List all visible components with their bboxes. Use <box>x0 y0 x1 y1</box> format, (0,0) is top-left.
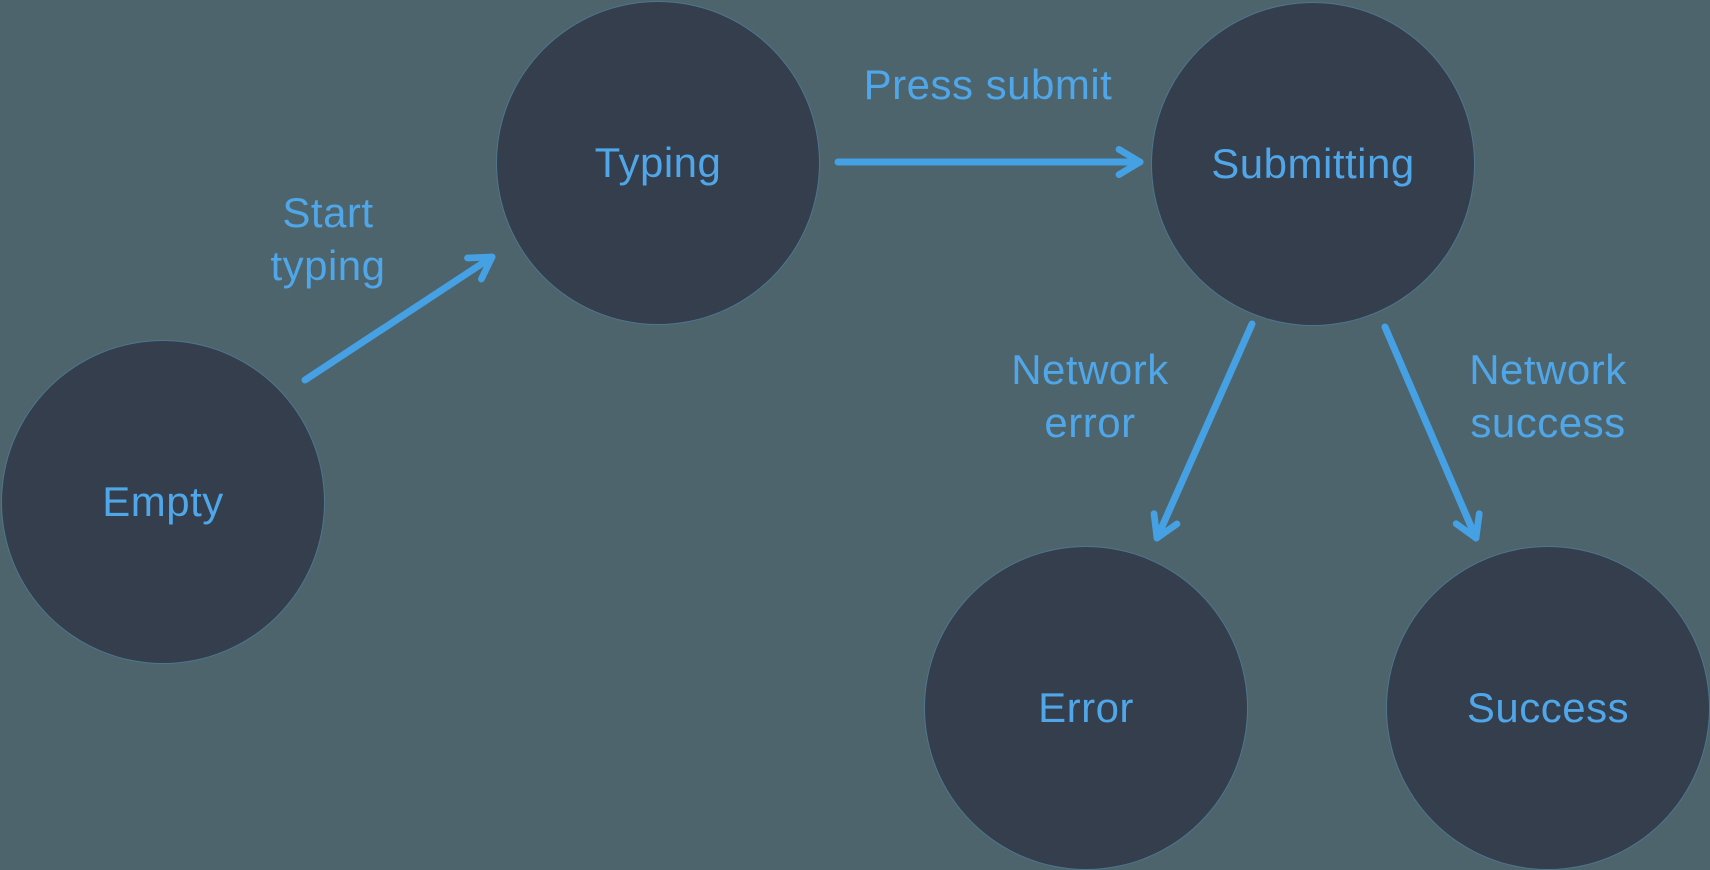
node-success: Success <box>1387 547 1709 869</box>
edge-label-start-typing: Start typing <box>203 186 453 292</box>
edge-label-line: typing <box>270 242 386 289</box>
node-typing: Typing <box>497 2 819 324</box>
edge-label-line: Network <box>1011 346 1169 393</box>
edge-label-network-success: Network success <box>1423 343 1673 449</box>
edge-label-line: success <box>1470 399 1626 446</box>
node-error: Error <box>925 547 1247 869</box>
edge-label-line: Press submit <box>863 61 1113 108</box>
edge-arrow-submitting-error <box>1150 320 1256 542</box>
node-error-label: Error <box>1038 684 1134 731</box>
edge-label-press-submit: Press submit <box>838 58 1138 111</box>
edge-label-line: error <box>1044 399 1136 446</box>
edge-label-line: Network <box>1469 346 1627 393</box>
node-empty-label: Empty <box>102 478 224 525</box>
node-empty: Empty <box>2 341 324 663</box>
node-submitting: Submitting <box>1152 3 1474 325</box>
node-submitting-label: Submitting <box>1211 140 1415 187</box>
node-success-label: Success <box>1466 684 1630 731</box>
edge-label-network-error: Network error <box>965 343 1215 449</box>
edge-arrow-empty-typing <box>301 253 496 384</box>
node-typing-label: Typing <box>594 139 722 186</box>
edge-label-line: Start <box>282 189 374 236</box>
edge-arrow-submitting-success <box>1381 323 1483 542</box>
